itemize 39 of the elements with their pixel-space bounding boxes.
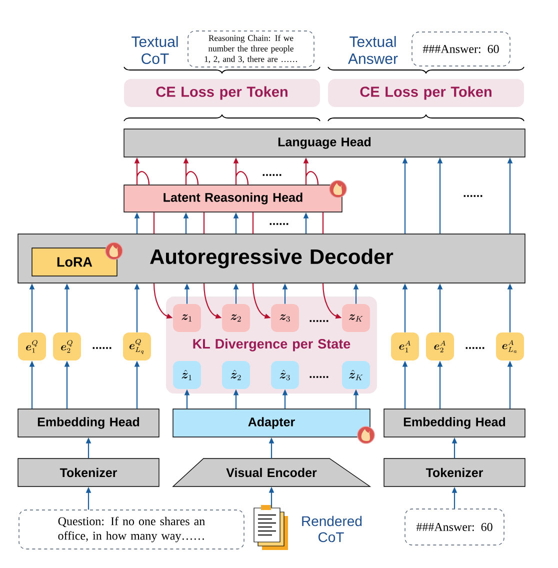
loss-band: CE Loss per Token bbox=[328, 79, 524, 107]
dashed-text-box: ###Answer: 60 bbox=[404, 508, 504, 546]
side-label: Textual CoT bbox=[132, 36, 178, 64]
lora-box: LoRA bbox=[32, 248, 118, 276]
embedding-token: $\bm{e}^A_2$ bbox=[426, 332, 454, 360]
state-token: $\bm{z}_3$ bbox=[271, 304, 299, 332]
ellipsis: ...... bbox=[466, 347, 484, 349]
embedding-token: $\bm{e}^A_{L_a}$ bbox=[496, 332, 524, 360]
adapter-box: Adapter bbox=[172, 408, 370, 438]
side-label: Textual Answer bbox=[348, 36, 398, 64]
state-token: $\hat{\bm{z}}_1$ bbox=[173, 361, 201, 389]
ellipsis: ...... bbox=[310, 376, 328, 378]
head-box: Language Head bbox=[124, 128, 526, 158]
state-token: $\hat{\bm{z}}_3$ bbox=[271, 361, 299, 389]
loss-band: CE Loss per Token bbox=[124, 79, 320, 107]
tokenizer-box: Tokenizer bbox=[384, 458, 526, 487]
state-token: $\bm{z}_1$ bbox=[173, 304, 201, 332]
ellipsis: ...... bbox=[464, 195, 482, 197]
state-token: $\hat{\bm{z}}_K$ bbox=[342, 361, 370, 389]
ellipsis: ...... bbox=[262, 174, 282, 176]
dashed-text-box: Reasoning Chain: If we number the three people 1, 2, and 3, there are …… bbox=[188, 30, 314, 68]
caption-text: Rendered CoT bbox=[302, 516, 362, 542]
dashed-text-box: ###Answer: 60 bbox=[412, 32, 510, 66]
state-token: $\hat{\bm{z}}_2$ bbox=[222, 361, 250, 389]
head-box: Embedding Head bbox=[384, 408, 526, 438]
embedding-token: $\bm{e}^Q_{L_q}$ bbox=[123, 332, 151, 360]
embedding-token: $\bm{e}^A_1$ bbox=[391, 332, 419, 360]
dashed-text-box: Question: If no one shares an office, in how many way…… bbox=[18, 510, 244, 550]
state-token: $\bm{z}_K$ bbox=[342, 304, 370, 332]
ellipsis: ...... bbox=[310, 320, 328, 322]
head-box: Embedding Head bbox=[18, 408, 160, 438]
tokenizer-box: Tokenizer bbox=[18, 458, 160, 487]
state-token: $\bm{z}_2$ bbox=[222, 304, 250, 332]
ellipsis: ...... bbox=[270, 223, 288, 225]
document-icon bbox=[254, 505, 288, 550]
embedding-token: $\bm{e}^Q_1$ bbox=[18, 332, 46, 360]
head-box: Latent Reasoning Head bbox=[124, 184, 342, 212]
ellipsis: ...... bbox=[92, 347, 112, 349]
embedding-token: $\bm{e}^Q_2$ bbox=[53, 332, 81, 360]
